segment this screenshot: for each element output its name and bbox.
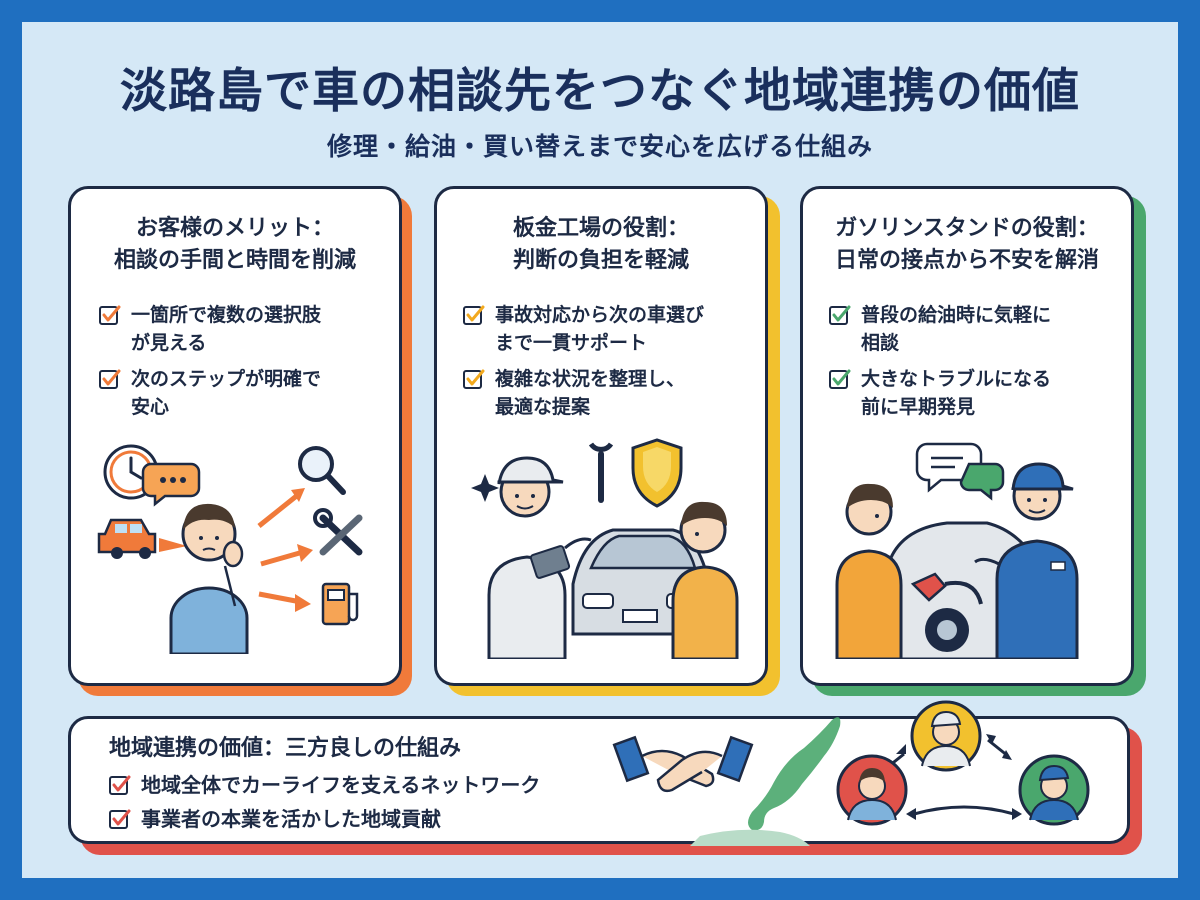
- network-illustration: [612, 700, 1090, 846]
- gasstation-illustration: [835, 442, 1079, 659]
- list-item: 一箇所で複数の選択肢が見える: [99, 301, 321, 357]
- attendant-person: [974, 462, 1079, 659]
- heading-line: 板金工場の役割：: [512, 216, 689, 241]
- heading-line: 判断の負担を軽減: [512, 248, 689, 273]
- list-item: 次のステップが明確で安心: [99, 365, 321, 421]
- list-text: が見える: [131, 332, 207, 354]
- speech-bubble-icon: [141, 462, 201, 507]
- speech-bubble-icon: [915, 442, 1005, 501]
- list-item: 複雑な状況を整理し、最適な提案: [463, 365, 704, 421]
- heading-line: ガソリンスタンドの役割：: [835, 216, 1099, 241]
- attendant-avatar: [1018, 754, 1090, 826]
- list-text: 安心: [131, 396, 170, 418]
- awaji-island-map-icon: [690, 717, 841, 846]
- list-text: 最適な提案: [495, 396, 591, 418]
- list-item: 普段の給油時に気軽に相談: [829, 301, 1051, 357]
- list-text: 複雑な状況を整理し、: [495, 368, 686, 390]
- card-customer: お客様のメリット： 相談の手間と時間を削減 一箇所で複数の選択肢が見える 次のス…: [68, 186, 402, 686]
- checkbox-check-icon: [829, 368, 851, 390]
- heading-line: 日常の接点から不安を解消: [834, 248, 1099, 273]
- list-item: 事故対応から次の車選びまで一貫サポート: [463, 301, 704, 357]
- list-item: 事業者の本業を活かした地域貢献: [109, 805, 540, 833]
- card-bodyshop-checklist: 事故対応から次の車選びまで一貫サポート 複雑な状況を整理し、最適な提案: [463, 301, 704, 429]
- list-text: 事故対応から次の車選び: [495, 304, 705, 326]
- page-title: 淡路島で車の相談先をつなぐ地域連携の価値: [120, 64, 1080, 119]
- customer-person: [169, 503, 249, 654]
- checkbox-check-icon: [99, 368, 121, 390]
- customer-illustration: [97, 444, 363, 654]
- card-gasstation-checklist: 普段の給油時に気軽に相談 大きなトラブルになる前に早期発見: [829, 301, 1051, 429]
- wrench-screwdriver-icon: [313, 508, 363, 556]
- heading-line: 相談の手間と時間を削減: [113, 248, 356, 273]
- mechanic-person: [487, 456, 592, 659]
- page-subtitle: 修理・給油・買い替えまで安心を広げる仕組み: [326, 132, 873, 161]
- bottom-heading: 地域連携の価値：三方良しの仕組み: [109, 736, 462, 761]
- list-text: 地域全体でカーライフを支えるネットワーク: [141, 773, 541, 797]
- heading-line: お客様のメリット：: [135, 216, 334, 241]
- fuel-pump-icon: [321, 582, 359, 626]
- shield-icon: [631, 438, 683, 508]
- list-text: 前に早期発見: [861, 396, 976, 418]
- checkbox-check-icon: [463, 304, 485, 326]
- bottom-checklist: 地域全体でカーライフを支えるネットワーク 事業者の本業を活かした地域貢献: [109, 771, 540, 839]
- checkbox-check-icon: [99, 304, 121, 326]
- wrench-icon: [588, 442, 614, 503]
- card-bodyshop: 板金工場の役割： 判断の負担を軽減 事故対応から次の車選びまで一貫サポート 複雑…: [434, 186, 768, 686]
- checkbox-check-icon: [109, 774, 131, 796]
- car-icon: [97, 518, 187, 559]
- customer-avatar: [836, 754, 908, 826]
- checkbox-check-icon: [463, 368, 485, 390]
- card-bodyshop-heading: 板金工場の役割： 判断の負担を軽減: [437, 213, 765, 277]
- list-text: 普段の給油時に気軽に: [861, 304, 1052, 326]
- magnifier-icon: [298, 446, 346, 495]
- checkbox-check-icon: [829, 304, 851, 326]
- card-customer-heading: お客様のメリット： 相談の手間と時間を削減: [71, 213, 399, 277]
- list-text: 事業者の本業を活かした地域貢献: [141, 807, 441, 831]
- mechanic-avatar: [910, 700, 982, 772]
- handshake-icon: [612, 735, 754, 793]
- list-text: 一箇所で複数の選択肢: [131, 304, 322, 326]
- bodyshop-illustration: [471, 438, 739, 659]
- card-customer-checklist: 一箇所で複数の選択肢が見える 次のステップが明確で安心: [99, 301, 321, 429]
- list-text: 次のステップが明確で: [131, 368, 322, 390]
- customer-person: [835, 483, 903, 659]
- customer-person: [671, 501, 739, 659]
- list-item: 地域全体でカーライフを支えるネットワーク: [109, 771, 540, 799]
- fuel-nozzle-icon: [910, 572, 983, 605]
- card-gasstation-heading: ガソリンスタンドの役割： 日常の接点から不安を解消: [803, 213, 1131, 277]
- list-text: 大きなトラブルになる: [861, 368, 1052, 390]
- list-item: 大きなトラブルになる前に早期発見: [829, 365, 1051, 421]
- list-text: 相談: [861, 332, 900, 354]
- checkbox-check-icon: [109, 808, 131, 830]
- card-gasstation: ガソリンスタンドの役割： 日常の接点から不安を解消 普段の給油時に気軽に相談 大…: [800, 186, 1134, 686]
- list-text: まで一貫サポート: [495, 332, 648, 354]
